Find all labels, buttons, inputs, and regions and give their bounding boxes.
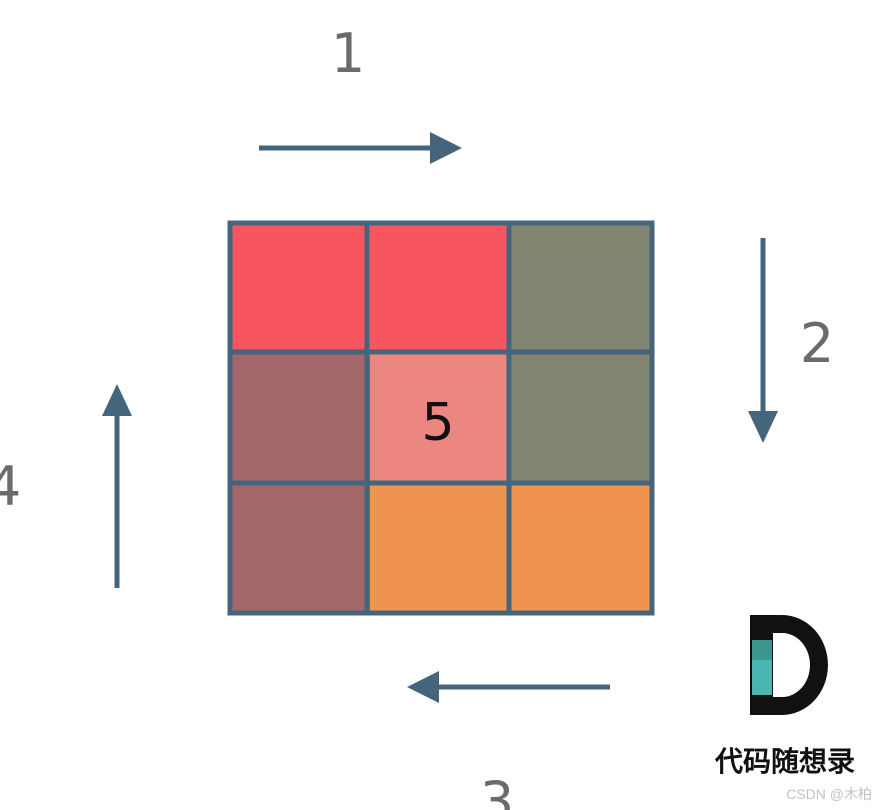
cell-2-0: [230, 483, 370, 613]
arrow-down-head: [748, 411, 778, 443]
cell-0-1: [370, 223, 510, 353]
step-label-4: 4: [0, 455, 21, 518]
arrow-right-head: [430, 132, 462, 164]
center-cell-label: 5: [421, 393, 454, 453]
grid-lines: [227, 220, 655, 616]
logo-text: 代码随想录: [714, 745, 855, 778]
cell-2-1: [370, 483, 510, 613]
arrows: [102, 132, 778, 703]
step-labels: 1 2 3 4: [0, 22, 834, 810]
step-label-3: 3: [480, 770, 514, 810]
logo-stripe-bottom: [752, 660, 772, 695]
logo-mark: [750, 615, 828, 715]
cell-2-2: [510, 483, 652, 613]
cell-1-1: [370, 353, 510, 483]
cell-1-2: [510, 353, 652, 483]
watermark: CSDN @木柏: [786, 786, 872, 802]
step-label-1: 1: [331, 22, 365, 85]
arrow-left-head: [407, 671, 439, 703]
cell-1-0: [230, 353, 370, 483]
step-label-2: 2: [800, 312, 834, 375]
arrow-left-step: [407, 671, 610, 703]
grid: 5: [227, 220, 655, 616]
arrow-up-step: [102, 384, 132, 588]
arrow-up-head: [102, 384, 132, 416]
logo-stripe-top: [752, 640, 772, 660]
grid-border: [227, 220, 655, 616]
cell-0-2: [510, 223, 652, 353]
cell-0-0: [230, 223, 370, 353]
arrow-right-step: [259, 132, 462, 164]
arrow-down-step: [748, 238, 778, 443]
